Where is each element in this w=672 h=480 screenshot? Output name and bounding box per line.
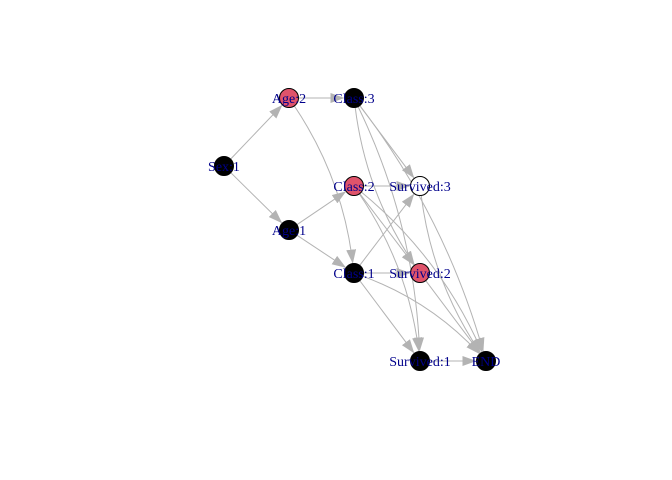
- edge-age1-to-class1: [296, 234, 347, 268]
- node-class1: [344, 263, 364, 283]
- node-label-end: END: [472, 355, 501, 370]
- nodes-layer: [214, 88, 496, 371]
- edge-age2-to-class1: [293, 105, 357, 264]
- edge-class1-to-surv3: [359, 193, 415, 266]
- edge-age1-to-class2: [296, 191, 347, 226]
- edge-sex1-to-age2: [230, 104, 283, 160]
- node-surv3: [410, 176, 430, 196]
- edge-surv2-to-end: [425, 280, 481, 354]
- edge-sex1-to-age1: [230, 172, 283, 224]
- edge-class1-to-surv1: [359, 280, 415, 354]
- node-surv2: [410, 263, 430, 283]
- node-label-age1: Age:1: [272, 224, 306, 239]
- node-age1: [279, 220, 299, 240]
- node-label-class2: Class:2: [333, 180, 374, 195]
- node-label-surv2: Survived:2: [389, 267, 450, 282]
- edge-class3-to-surv2: [354, 107, 415, 266]
- node-surv1: [410, 351, 430, 371]
- node-sex1: [214, 156, 234, 176]
- edge-class2-to-end: [360, 191, 483, 353]
- node-class2: [344, 176, 364, 196]
- node-age2: [279, 88, 299, 108]
- edge-class3-to-surv1: [357, 106, 425, 352]
- node-label-age2: Age:2: [272, 92, 306, 107]
- labels-layer: Sex:1Age:2Age:1Class:3Class:2Class:1Surv…: [208, 92, 500, 370]
- node-class3: [344, 88, 364, 108]
- node-label-class1: Class:1: [333, 267, 374, 282]
- node-end: [476, 351, 496, 371]
- node-label-class3: Class:3: [333, 92, 374, 107]
- edges-layer: [230, 93, 485, 366]
- edge-class1-to-end: [362, 275, 480, 355]
- node-label-surv1: Survived:1: [389, 355, 450, 370]
- node-label-sex1: Sex:1: [208, 160, 240, 175]
- edge-class3-to-end: [359, 105, 485, 352]
- edge-surv3-to-end: [420, 195, 481, 354]
- node-label-surv3: Survived:3: [389, 180, 450, 195]
